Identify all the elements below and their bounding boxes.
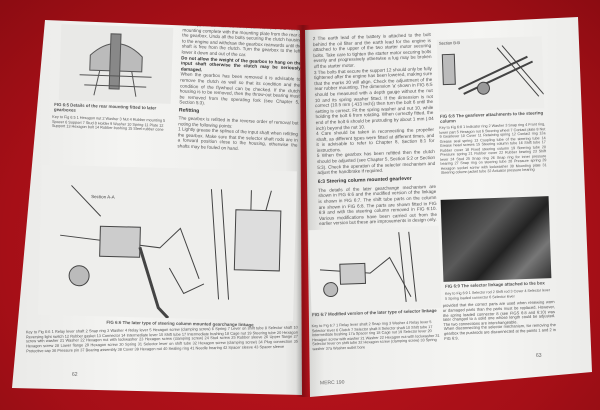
fig66-key: Key to Fig 6:6 1 Relay lever shaft 2 Sna… [25,324,299,354]
numbered-point: 2 The earth lead of the battery is attac… [312,31,432,70]
book-gutter [296,25,310,397]
body-text: When the gearbox has been removed it is … [179,71,301,106]
fig67-key: Key to Fig 6:7 1 Relay lever shaft 2 Sna… [311,320,440,352]
figure-6-8: Section B-B [436,36,545,112]
left-page: FIG 6:5 Details of the rear mounting fit… [12,20,302,395]
figure-6-6: Section A-A [38,164,297,322]
body-text: 1 Lightly grease the splines of the inpu… [177,126,299,151]
section-label: Section B-B [438,40,461,46]
body-text: When disconnecting the selector mechanis… [443,322,557,341]
footer-left: MERC 190 [319,379,345,387]
numbered-point: 3 The bolts that secure the support 12 s… [313,65,434,131]
page-number: 63 [536,353,542,359]
fig68-key: Key to Fig 6:8 1 Indicator ring 2 Washer… [439,122,547,175]
fig65-key: Key to Fig 6:5 1 Hexagon nut 2 Washer 3 … [51,114,166,132]
right-page: 2 The earth lead of the battery is attac… [305,17,592,397]
body-text: The details of the later gearchange mech… [318,183,438,227]
figure-6-7 [308,225,442,313]
section-label: Section A-A [91,193,115,200]
numbered-point: 5 When the gearbox has been refitted the… [316,149,436,176]
figure-6-5 [58,24,174,104]
left-text-column: the support 12 can be removed. Remove th… [177,21,302,154]
fig65-caption: FIG 6:5 Details of the rear mounting fit… [53,101,157,113]
page-number: 62 [72,372,78,378]
figure-6-9-photo [440,196,552,282]
right-text-column: 2 The earth lead of the battery is attac… [313,32,438,227]
